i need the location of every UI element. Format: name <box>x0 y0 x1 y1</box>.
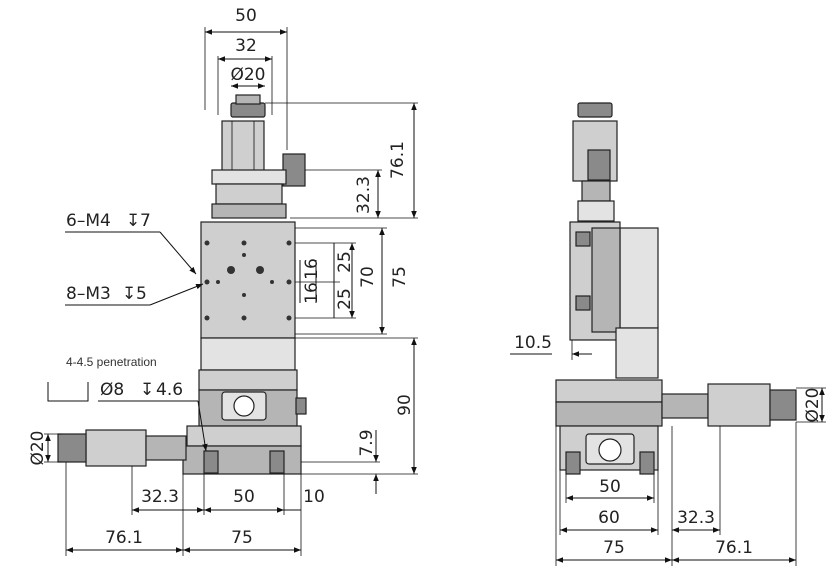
dim-top-width: 50 <box>235 6 257 26</box>
side-motor-front <box>85 429 147 467</box>
dim-side-inner-width: 60 <box>598 508 620 528</box>
dim-base-hole-pitch: 50 <box>233 487 255 507</box>
lower-stage-top <box>198 369 298 391</box>
dim-side-motor-len: 76.1 <box>105 528 143 548</box>
dim-inner-width: 32 <box>235 36 257 56</box>
dim-side-base-width: 75 <box>603 538 625 558</box>
dim-base-thick: 7.9 <box>357 429 377 456</box>
dim-side-knob-dia-side: Ø20 <box>803 387 823 422</box>
stage-mid-side <box>555 401 663 427</box>
dim-side-offset: 10.5 <box>514 333 552 353</box>
callout-cbore: Ø8 <box>100 380 124 400</box>
callout-m4-depth-symbol: ↧ <box>126 211 140 231</box>
dim-base-width: 75 <box>231 528 253 548</box>
dim-base-edge: 10 <box>303 487 325 507</box>
top-knob-front <box>230 102 266 118</box>
vertical-rail <box>615 227 659 329</box>
top-knob-cap <box>235 94 261 105</box>
dim-holes-b1: 25 <box>335 251 355 273</box>
dim-total-height: 76.1 <box>388 141 408 179</box>
dim-side-motor-len: 76.1 <box>715 538 753 558</box>
dim-holes-b2: 25 <box>335 288 355 310</box>
callout-cbore-depth: 4.6 <box>156 380 183 400</box>
dim-side-hole-pitch: 50 <box>599 477 621 497</box>
front-view: 50 32 Ø20 76.1 32.3 75 70 25 25 16 16 90… <box>28 6 418 556</box>
coupling-plate <box>211 169 287 185</box>
column <box>200 337 296 371</box>
dim-plate-height: 75 <box>390 266 410 288</box>
dim-motor-height: 32.3 <box>354 176 374 214</box>
side-screw <box>295 397 307 415</box>
dim-lower-height: 90 <box>395 394 415 416</box>
callout-m4-depth: 7 <box>140 211 151 231</box>
dim-side-motor-offset: 32.3 <box>677 508 715 528</box>
callout-cbore-depth-symbol: ↧ <box>140 380 154 400</box>
callout-m3-depth: 5 <box>136 284 147 304</box>
side-coupling-side <box>661 393 709 419</box>
front-dimensions <box>44 27 418 556</box>
column-side <box>615 327 659 379</box>
top-knob-side <box>577 102 613 118</box>
plate-holes <box>204 240 292 321</box>
callout-m3: 8–M3 <box>66 284 111 304</box>
side-knob-front <box>57 433 87 463</box>
top-motor-front <box>221 120 265 172</box>
side-view: 10.5 Ø20 50 60 32.3 75 76.1 <box>510 102 826 566</box>
stage-upper-side <box>555 379 663 403</box>
callout-m3-depth-symbol: ↧ <box>122 284 136 304</box>
mounting-plate <box>200 221 296 339</box>
front-callouts: 6–M4 ↧ 7 8–M3 ↧ 5 4-4.5 penetration Ø8 ↧… <box>47 211 208 452</box>
dim-base-hole-offset: 32.3 <box>141 487 179 507</box>
side-knob-side <box>769 389 797 421</box>
dim-holes-span: 70 <box>358 266 378 288</box>
callout-m4: 6–M4 <box>66 211 111 231</box>
callout-penetration-note: 4-4.5 penetration <box>66 355 157 369</box>
side-coupling <box>145 435 187 461</box>
side-motor-side <box>707 383 771 427</box>
dim-side-knob-dia: Ø20 <box>28 430 48 465</box>
side-dimensions <box>510 340 826 566</box>
connector-side <box>587 149 611 181</box>
lower-flange <box>211 203 287 219</box>
dim-holes-a1: 16 <box>302 258 322 280</box>
dim-holes-a2: 16 <box>302 282 322 304</box>
dim-knob-dia: Ø20 <box>230 65 265 85</box>
coupling-block <box>215 183 283 205</box>
